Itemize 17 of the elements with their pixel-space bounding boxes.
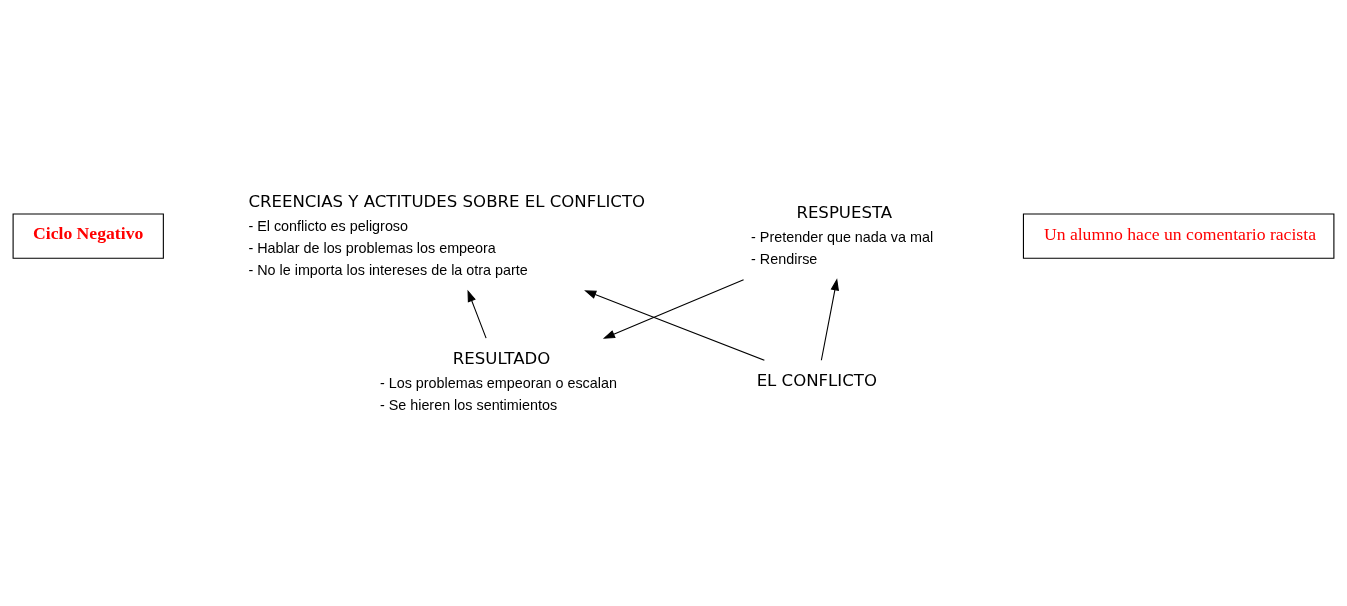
node-label: - Pretender que nada va mal [751,228,934,245]
arrow [584,289,765,361]
node-box: Ciclo Negativo [12,212,164,259]
node-label: - No le importa los intereses de la otra parte [248,261,528,278]
node-text: CREENCIAS Y ACTITUDES SOBRE EL CONFLICTO [248,191,646,211]
node-label: - Hablar de los problemas los empeora [248,239,496,256]
node-box: Un alumno hace un comentario racista [1022,212,1335,259]
node-text: EL CONFLICTO [756,370,877,390]
node-label: - Se hieren los sentimientos [379,396,558,413]
node-text: RESULTADO [452,348,551,368]
node-label: - Los problemas empeoran o escalan [379,374,617,391]
node-label: - El conflicto es peligroso [248,217,409,234]
node-text: RESPUESTA [796,202,893,222]
arrow [602,278,745,339]
arrow [467,289,487,339]
node-label: - Rendirse [751,250,818,267]
arrow [820,277,839,361]
